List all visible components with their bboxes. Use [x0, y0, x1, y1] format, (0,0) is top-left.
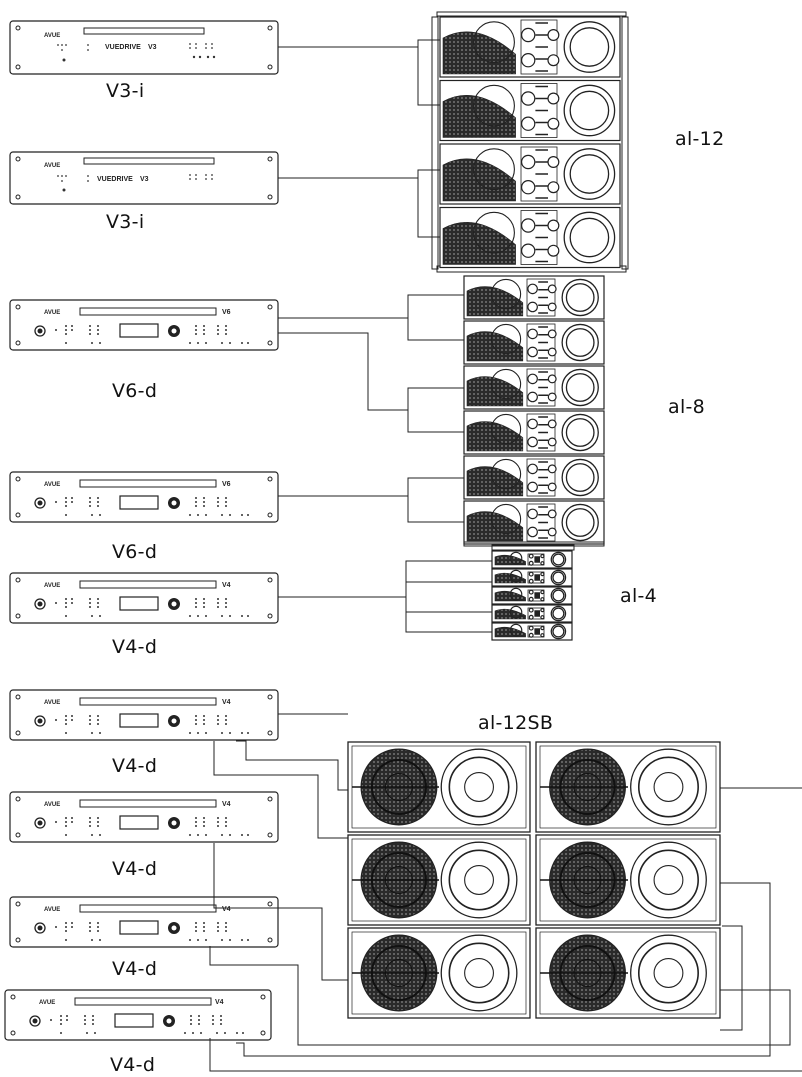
vuedrive-text: VUEDRIVE	[105, 44, 141, 51]
processor-label: V3-i	[106, 80, 145, 102]
subwoofer-cabinet	[347, 927, 531, 1019]
processor-v6-bottom: AVUE V6	[9, 471, 279, 523]
brand-logo: AVUE	[44, 583, 60, 589]
processor-label: V6-d	[112, 541, 158, 563]
brand-logo: AVUE	[44, 310, 60, 316]
model-text: V6	[222, 481, 231, 488]
speaker-cabinet	[491, 550, 573, 569]
speaker-cabinet	[439, 79, 621, 142]
processor-label: V4-d	[110, 1054, 156, 1076]
array-label-al12: al-12	[675, 128, 725, 150]
speaker-cabinet	[463, 275, 605, 320]
processor-label: V3-i	[106, 211, 145, 233]
brand-logo: AVUE	[44, 802, 60, 808]
model-text: V3	[148, 44, 157, 51]
processor-v4-2: AVUE V4	[9, 689, 279, 741]
brand-logo: AVUE	[44, 33, 60, 39]
processor-label: V4-d	[112, 858, 158, 880]
subwoofer-cabinet	[535, 834, 721, 926]
model-text: V3	[140, 176, 149, 183]
speaker-cabinet	[463, 320, 605, 365]
subwoofer-cabinet	[535, 927, 721, 1019]
brand-logo: AVUE	[44, 163, 60, 169]
al8-line-array	[463, 275, 605, 547]
processor-label: V4-d	[112, 958, 158, 980]
array-label-al4: al-4	[620, 585, 658, 607]
processor-v4-5: AVUE V4	[4, 989, 272, 1041]
processor-label: V6-d	[112, 380, 158, 402]
al12sb-subwoofer-array	[347, 741, 721, 1019]
brand-logo: AVUE	[44, 482, 60, 488]
model-text: V4	[222, 582, 231, 589]
processor-label: V4-d	[112, 636, 158, 658]
processor-v4-3: AVUE V4	[9, 791, 279, 843]
speaker-cabinet	[439, 206, 621, 269]
processor-v4-1: AVUE V4	[9, 572, 279, 624]
processor-v3-bottom: AVUE VUEDRIVE V3	[9, 151, 279, 205]
subwoofer-cabinet	[347, 741, 531, 833]
processor-v4-4: AVUE V4	[9, 896, 279, 948]
speaker-cabinet	[463, 500, 605, 545]
brand-logo: AVUE	[39, 1000, 55, 1006]
al12-line-array	[431, 11, 629, 273]
model-text: V6	[222, 309, 231, 316]
speaker-cabinet	[463, 455, 605, 500]
signal-cables	[209, 39, 802, 1072]
processor-v6-top: AVUE V6	[9, 299, 279, 351]
model-text: V4	[222, 906, 231, 913]
speaker-cabinet	[463, 410, 605, 455]
model-text: V4	[215, 999, 224, 1006]
vuedrive-text: VUEDRIVE	[97, 176, 133, 183]
speaker-cabinet	[439, 143, 621, 205]
speaker-cabinet	[463, 365, 605, 410]
model-text: V4	[222, 699, 231, 706]
speaker-cabinet	[491, 622, 573, 641]
subwoofer-cabinet	[347, 834, 531, 926]
model-text: V4	[222, 801, 231, 808]
subwoofer-cabinet	[535, 741, 721, 833]
processor-label: V4-d	[112, 755, 158, 777]
speaker-cabinet	[491, 568, 573, 587]
speaker-cabinet	[491, 586, 573, 605]
speaker-cabinet	[491, 604, 573, 623]
al4-line-array	[491, 544, 575, 641]
brand-logo: AVUE	[44, 907, 60, 913]
array-label-al8: al-8	[668, 396, 706, 418]
speaker-cabinet	[439, 16, 621, 78]
array-label-al12sb: al-12SB	[478, 712, 554, 734]
brand-logo: AVUE	[44, 700, 60, 706]
processor-v3-top: AVUE VUEDRIVE V3	[9, 20, 279, 75]
